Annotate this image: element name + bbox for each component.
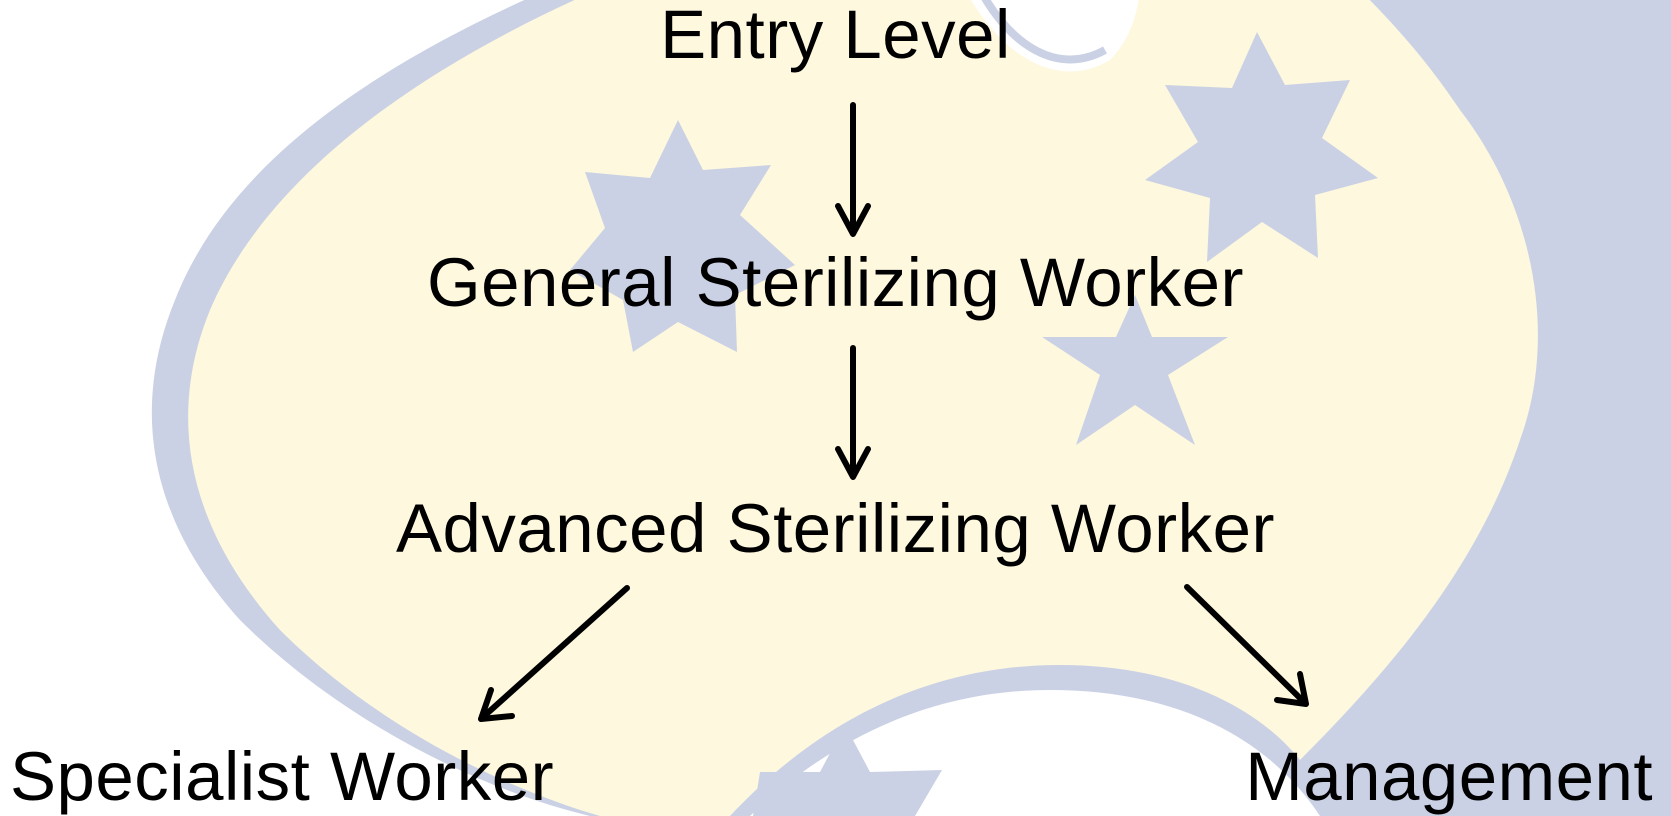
node-advanced-sterilizing-worker: Advanced Sterilizing Worker bbox=[396, 490, 1275, 567]
star-decoration-bottom bbox=[753, 725, 942, 816]
node-general-sterilizing-worker: General Sterilizing Worker bbox=[426, 244, 1244, 321]
star-decoration-top-right bbox=[1145, 32, 1378, 262]
node-entry-level: Entry Level bbox=[660, 0, 1011, 73]
node-management: Management bbox=[1245, 738, 1653, 815]
map-fill-shape bbox=[188, 0, 1538, 816]
node-specialist-worker: Specialist Worker bbox=[10, 738, 555, 815]
arrow-advanced-to-specialist bbox=[478, 585, 630, 722]
map-top-inlet-edge bbox=[981, 0, 1107, 64]
arrow-general-to-advanced bbox=[835, 345, 871, 480]
star-decoration-left bbox=[570, 120, 795, 352]
star-decoration-middle-right bbox=[1042, 295, 1228, 445]
arrow-entry-to-general bbox=[835, 102, 871, 237]
arrow-advanced-to-management bbox=[1184, 584, 1309, 707]
